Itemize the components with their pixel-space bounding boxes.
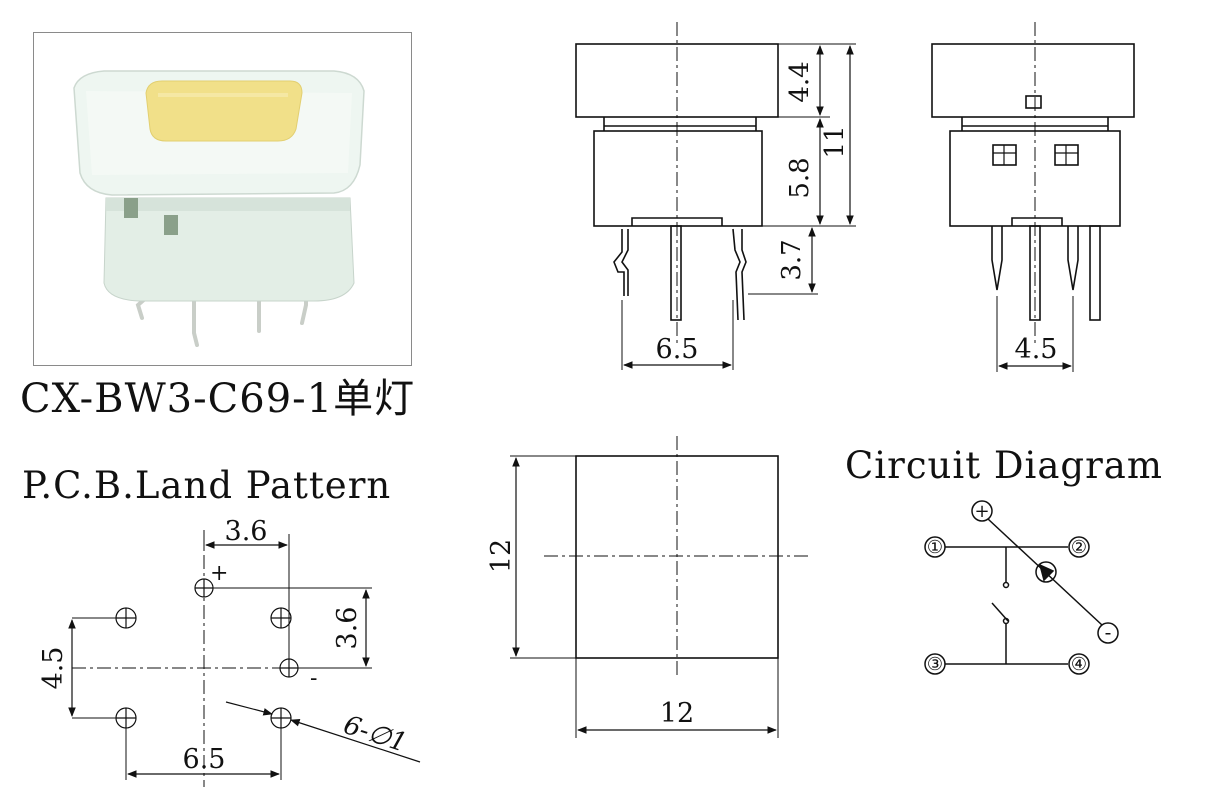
dim-top-width: 12 <box>660 698 694 729</box>
dim-pin-length: 3.7 <box>777 239 807 280</box>
dim-pcb-top: 3.6 <box>225 516 268 547</box>
front-view <box>575 22 856 370</box>
terminal-2-label: ② <box>1071 537 1087 558</box>
led-triangle <box>1038 563 1055 582</box>
led-minus-terminal <box>1097 622 1119 644</box>
terminal-4-circle <box>1068 653 1090 675</box>
dim-pcb-hole: 6-∅1 <box>340 710 411 758</box>
side-pin-1 <box>991 226 1003 291</box>
dim-side-pin-pitch: 4.5 <box>1015 334 1058 365</box>
pcb-hole <box>194 578 214 598</box>
photo-window-right <box>164 215 178 235</box>
dim-pcb-bottom: 6.5 <box>183 744 226 775</box>
front-body <box>593 130 763 227</box>
led-plus-terminal <box>971 500 993 522</box>
terminal-3-label: ③ <box>927 654 943 675</box>
circuit-diagram <box>924 500 1119 675</box>
dim-cap-height: 4.4 <box>785 61 815 102</box>
circuit-plus-mark: + <box>974 501 989 522</box>
dim-pin-pitch: 6.5 <box>656 334 699 365</box>
terminal-4-label: ④ <box>1071 654 1087 675</box>
front-pin-right <box>732 228 747 321</box>
model-title: CX-BW3-C69-1单灯 <box>20 376 416 422</box>
terminal-1-circle <box>924 536 946 558</box>
top-view <box>510 436 810 738</box>
side-pin-3 <box>1067 226 1079 291</box>
circuit-terminal-labels: ① ② ③ ④ + - <box>927 501 1111 675</box>
dim-pcb-left: 4.5 <box>38 647 69 690</box>
front-pin-left <box>613 229 629 296</box>
switch-arm <box>991 602 1009 622</box>
pcb-minus-mark: - <box>310 666 317 691</box>
pcb-hole <box>279 658 299 678</box>
side-view <box>931 22 1135 372</box>
circuit-title: Circuit Diagram <box>845 444 1163 487</box>
side-cap <box>931 43 1135 118</box>
pcb-title: P.C.B.Land Pattern <box>22 464 392 507</box>
side-pin-4 <box>1089 225 1101 321</box>
dim-total-height: 11 <box>820 125 850 158</box>
photo-window-left <box>124 198 138 218</box>
dim-top-height: 12 <box>486 539 517 573</box>
hole-leader <box>225 701 273 716</box>
dim-body-height: 5.8 <box>785 157 815 198</box>
hole-leader <box>290 719 421 763</box>
terminal-3-circle <box>924 653 946 675</box>
front-dims <box>623 45 854 369</box>
circuit-minus-mark: - <box>1105 620 1112 644</box>
pcb-hole <box>270 607 292 629</box>
led-symbol <box>1035 561 1057 583</box>
pcb-hole <box>115 607 137 629</box>
pcb-hole <box>115 707 137 729</box>
terminal-2-circle <box>1068 536 1090 558</box>
terminal-1-label: ① <box>927 537 943 558</box>
pcb-plus-mark: + <box>210 561 228 586</box>
dim-pcb-right: 3.6 <box>332 607 363 650</box>
pcb-hole <box>270 707 292 729</box>
pcb-pattern <box>68 530 421 787</box>
side-led-window <box>1025 95 1042 109</box>
front-pin-center <box>670 225 682 321</box>
product-photo <box>33 32 412 366</box>
